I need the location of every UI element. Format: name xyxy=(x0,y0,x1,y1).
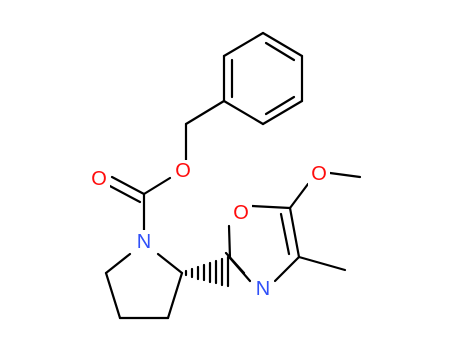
atom-o-ester: O xyxy=(175,160,191,182)
methoxy-group xyxy=(288,171,362,210)
atom-n-pyrrolidine: N xyxy=(137,231,151,253)
benzene-ring xyxy=(222,31,304,126)
benzyl-linker xyxy=(142,99,226,196)
methyl-bond xyxy=(297,255,347,272)
pyrrolidine-ring xyxy=(104,252,184,320)
stereo-hashed-bond xyxy=(184,255,230,288)
atom-labels: O O N O N O xyxy=(88,160,330,301)
oxazole-ring xyxy=(224,204,301,283)
carbonyl-group xyxy=(106,175,146,232)
atom-n-oxazole: N xyxy=(256,278,270,300)
atom-o-oxazole: O xyxy=(233,202,249,224)
atom-o-methoxy: O xyxy=(311,163,327,185)
atom-o-carbonyl: O xyxy=(91,168,107,190)
